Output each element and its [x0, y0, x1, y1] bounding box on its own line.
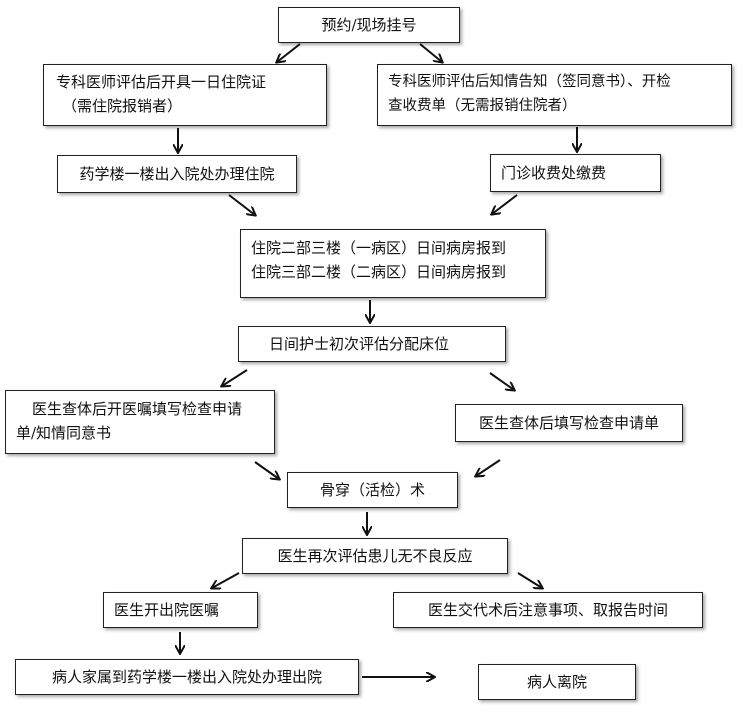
arrow-nurse-to-doctor-orders: [222, 369, 248, 386]
node-nurse-bed-assignment-text: 日间护士初次评估分配床位: [269, 335, 450, 353]
node-register: 预约/现场挂号: [278, 7, 460, 43]
node-nurse-bed-assignment: 日间护士初次评估分配床位: [238, 326, 506, 362]
node-reassess-text: 医生再次评估患儿无不良反应: [277, 547, 473, 565]
node-discharge-order-text: 医生开出院医嘱: [114, 601, 220, 619]
node-doctor-request-text: 医生查体后填写检查申请单: [478, 414, 659, 432]
node-doctor-orders-line2: 单/知情同意书: [16, 424, 112, 442]
node-clinic-payment-text: 门诊收费处缴费: [501, 164, 607, 182]
node-admission: 药学楼一楼出入院处办理住院: [57, 155, 297, 193]
node-clinic-payment: 门诊收费处缴费: [490, 154, 661, 192]
node-procedure: 骨穿（活检）术: [287, 472, 458, 508]
node-doctor-orders: 医生查体后开医嘱填写检查申请 单/知情同意书: [5, 390, 275, 454]
node-consent-and-fee-line2: 查收费单（无需报销住院者）: [388, 98, 577, 114]
arrow-reassess-to-discharge-order: [212, 572, 240, 588]
node-ward-report: 住院二部三楼（一病区）日间病房报到 住院三部二楼（二病区）日间病房报到: [240, 229, 546, 298]
node-discharge-process: 病人家属到药学楼一楼出入院处办理出院: [15, 659, 359, 695]
arrow-admission-to-ward: [228, 194, 255, 215]
arrow-doctor-request-to-procedure: [476, 459, 501, 476]
arrow-nurse-to-doctor-request: [489, 372, 514, 390]
node-leave-hospital: 病人离院: [478, 664, 636, 700]
node-consent-and-fee: 专科医师评估后知情告知（签同意书）、开检 查收费单（无需报销住院者）: [377, 64, 732, 126]
node-ward-report-line1: 住院二部三楼（一病区）日间病房报到: [251, 239, 507, 257]
node-reassess: 医生再次评估患儿无不良反应: [242, 538, 508, 574]
node-leave-hospital-text: 病人离院: [526, 673, 587, 691]
node-inpatient-certificate-line2: （需住院报销者）: [62, 97, 183, 115]
node-admission-text: 药学楼一楼出入院处办理住院: [79, 165, 275, 183]
arrow-reassess-to-post-op: [517, 572, 542, 588]
node-discharge-order: 医生开出院医嘱: [103, 592, 258, 628]
node-doctor-request: 医生查体后填写检查申请单: [455, 404, 683, 442]
arrow-register-to-consent-fee: [419, 43, 442, 62]
node-discharge-process-text: 病人家属到药学楼一楼出入院处办理出院: [51, 668, 322, 686]
node-procedure-text: 骨穿（活检）术: [319, 481, 425, 499]
node-inpatient-certificate-line1: 专科医师评估后开具一日住院证: [56, 73, 267, 91]
node-consent-and-fee-line1: 专科医师评估后知情告知（签同意书）、开检: [388, 74, 671, 90]
arrow-doctor-orders-to-procedure: [254, 461, 279, 479]
arrow-clinic-pay-to-ward: [492, 194, 518, 214]
node-post-op-notes-text: 医生交代术后注意事项、取报告时间: [427, 601, 668, 619]
arrow-register-to-inpatient-cert: [277, 43, 301, 62]
node-post-op-notes: 医生交代术后注意事项、取报告时间: [393, 592, 703, 628]
node-doctor-orders-line1: 医生查体后开医嘱填写检查申请: [32, 400, 243, 418]
node-inpatient-certificate: 专科医师评估后开具一日住院证 （需住院报销者）: [43, 64, 327, 126]
node-register-text: 预约/现场挂号: [321, 16, 417, 34]
node-ward-report-line2: 住院三部二楼（二病区）日间病房报到: [251, 263, 507, 281]
